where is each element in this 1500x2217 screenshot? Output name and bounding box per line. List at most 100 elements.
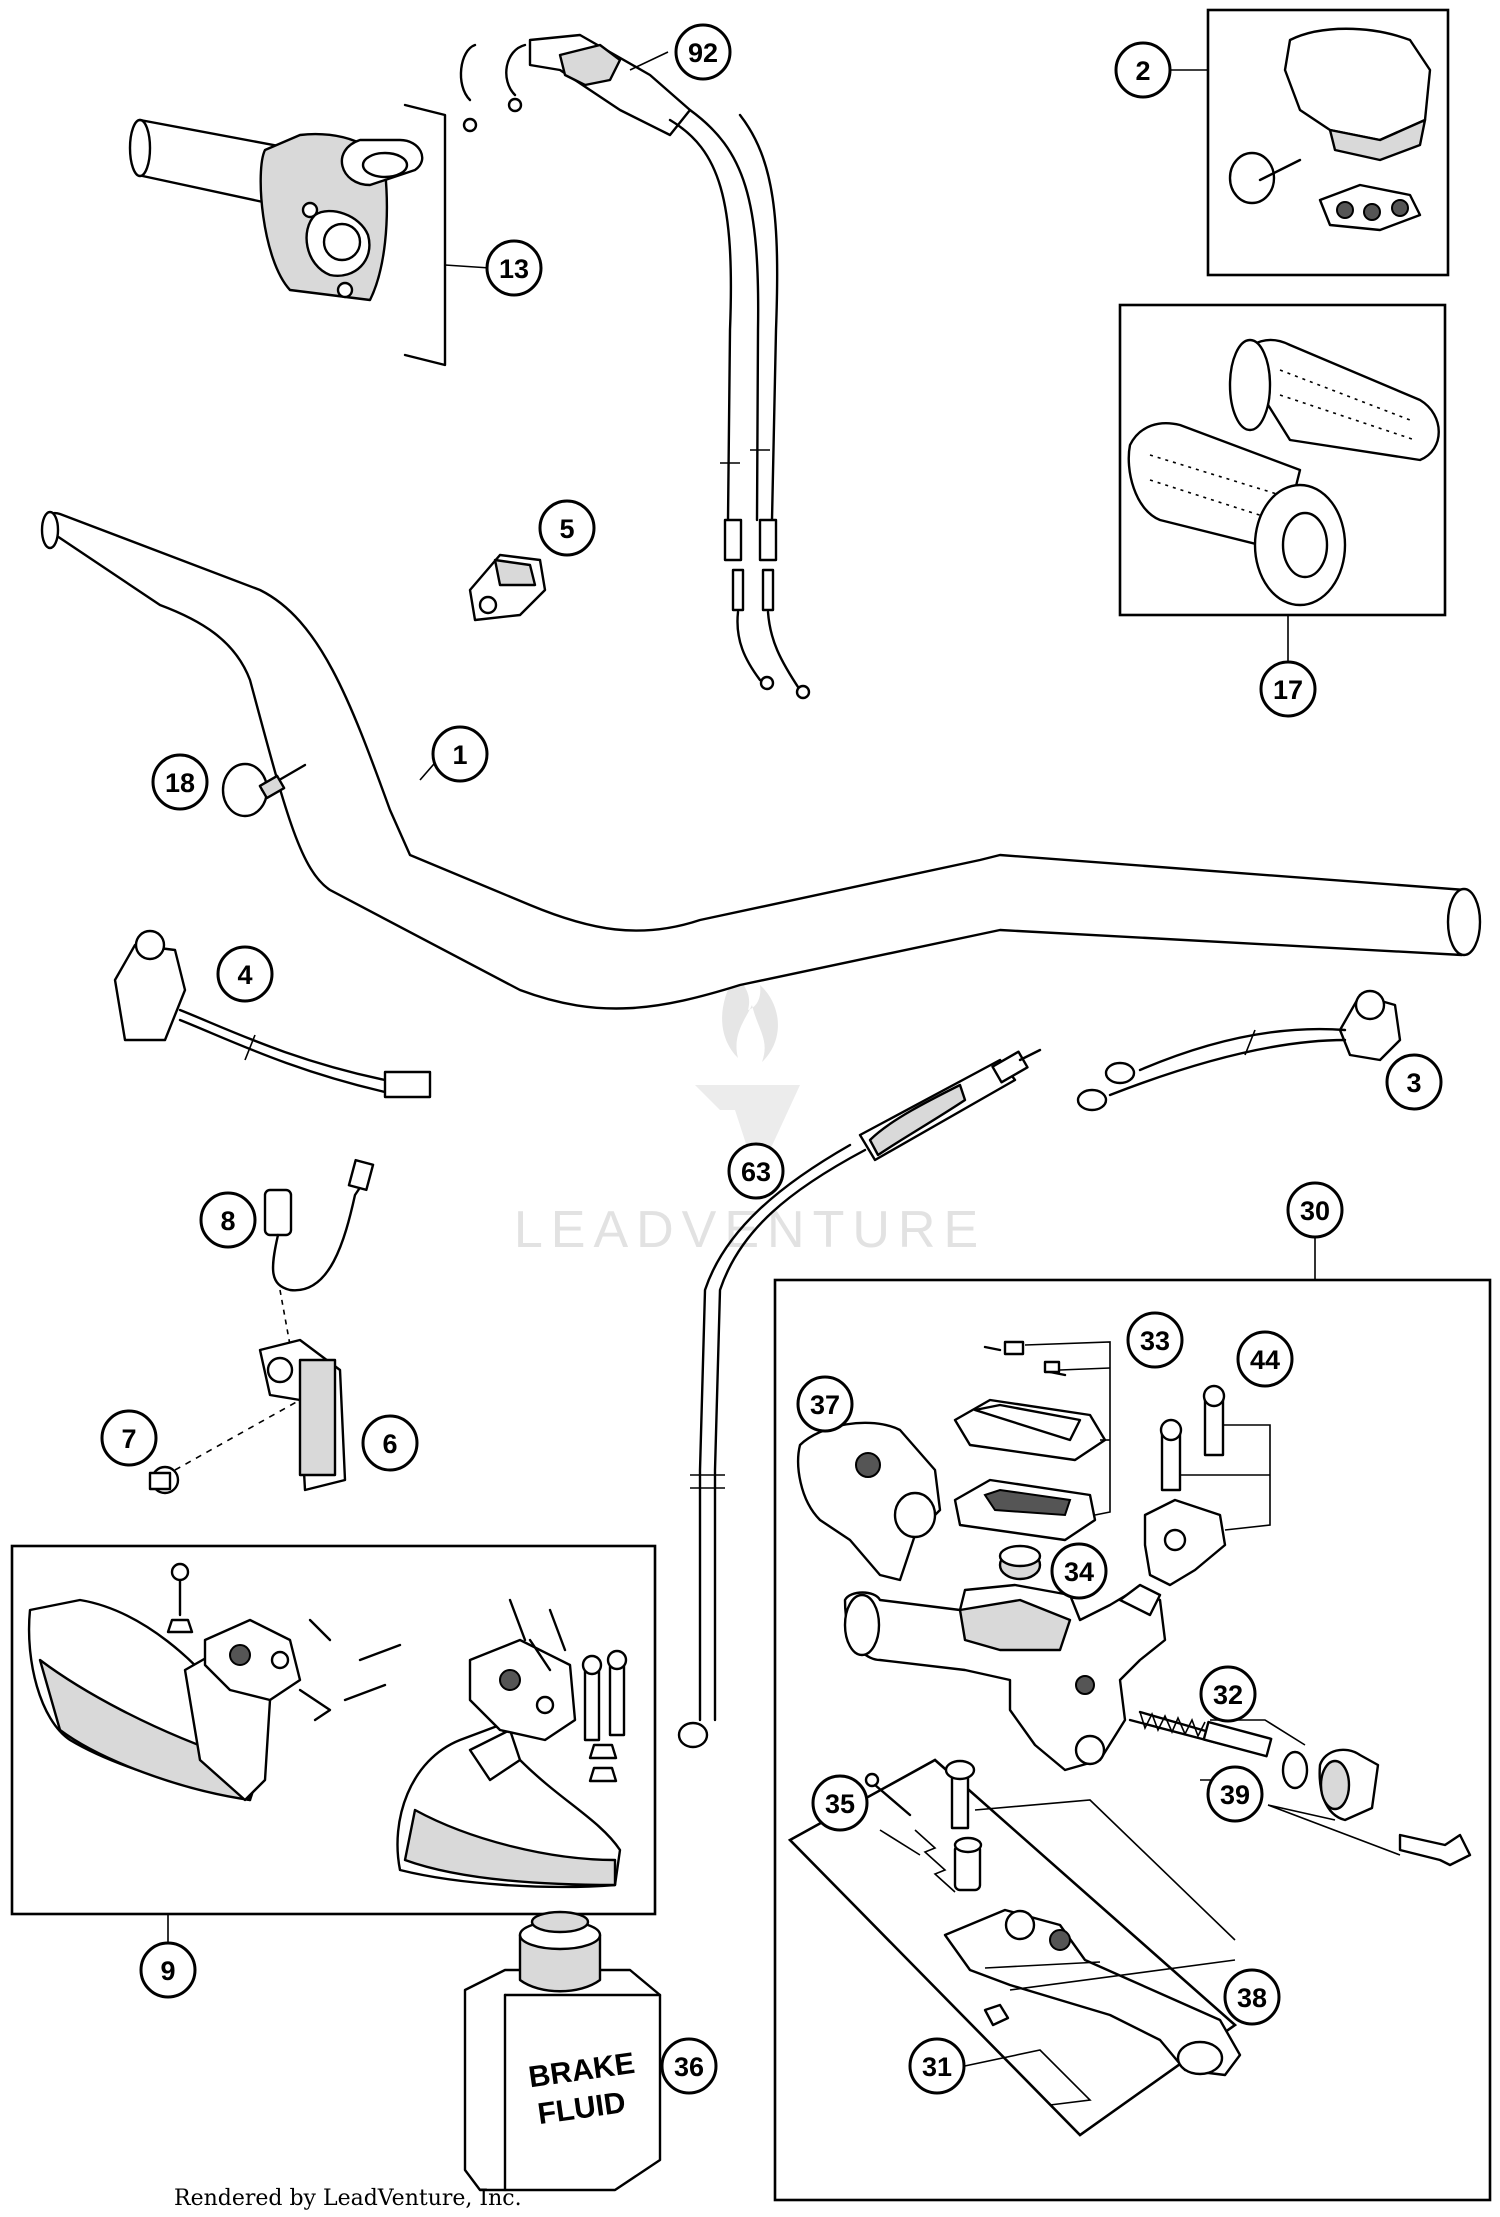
callout-circle [199, 1191, 257, 1249]
callout-circle [1223, 1968, 1281, 2026]
callout-circle [908, 2037, 966, 2095]
callout-label: 31 [922, 2052, 952, 2082]
callout-label: 34 [1064, 1557, 1094, 1587]
callout-circle [100, 1409, 158, 1467]
callout-5: 5 [538, 499, 596, 557]
callout-label: 7 [121, 1424, 136, 1454]
callout-circle [660, 2037, 718, 2095]
callout-label: 92 [688, 38, 718, 68]
callout-label: 38 [1237, 1983, 1267, 2013]
callout-31: 31 [908, 2037, 966, 2095]
callout-label: 18 [165, 768, 195, 798]
callout-9: 9 [139, 1941, 197, 1999]
callout-13: 13 [485, 239, 543, 297]
callout-circle [727, 1142, 785, 1200]
callout-92: 92 [674, 23, 732, 81]
callout-39: 39 [1206, 1765, 1264, 1823]
callout-label: 13 [499, 254, 529, 284]
callout-circle [811, 1774, 869, 1832]
callout-label: 3 [1406, 1068, 1421, 1098]
callout-label: 39 [1220, 1780, 1250, 1810]
callout-circle [1114, 41, 1172, 99]
throttle-assembly [128, 103, 491, 367]
callout-1: 1 [431, 725, 489, 783]
handlebar-part-1 [40, 510, 1482, 1010]
callout-label: 33 [1140, 1326, 1170, 1356]
callout-circle [796, 1375, 854, 1433]
callout-8: 8 [199, 1191, 257, 1249]
callout-circle [151, 753, 209, 811]
callout-30: 30 [1286, 1181, 1344, 1239]
callout-circle [1385, 1053, 1443, 1111]
box-part-9 [10, 1544, 657, 1916]
callout-17: 17 [1259, 660, 1317, 718]
callout-circle [361, 1414, 419, 1472]
sensor-part-8 [263, 1158, 375, 1292]
credit-text: Rendered by LeadVenture, Inc. [174, 2186, 522, 2211]
callout-circle [1050, 1542, 1108, 1600]
callout-63: 63 [727, 1142, 785, 1200]
callout-circle [431, 725, 489, 783]
watermark-text: LEADVENTURE [514, 1201, 986, 1259]
callout-label: 4 [237, 960, 252, 990]
callout-label: 9 [160, 1956, 175, 1986]
callout-label: 6 [382, 1429, 397, 1459]
callout-label: 32 [1213, 1680, 1243, 1710]
callout-32: 32 [1199, 1665, 1257, 1723]
callout-35: 35 [811, 1774, 869, 1832]
callout-circle [216, 945, 274, 1003]
callout-33: 33 [1126, 1311, 1184, 1369]
callout-36: 36 [660, 2037, 718, 2095]
box-part-30 [773, 1278, 1492, 2202]
switch-part-4 [113, 929, 432, 1099]
bolt-part-7 [148, 1399, 301, 1495]
callout-circle [485, 239, 543, 297]
callout-circle [1206, 1765, 1264, 1823]
callout-label: 30 [1300, 1196, 1330, 1226]
switch-part-3 [1076, 989, 1402, 1112]
callout-circle [1286, 1181, 1344, 1239]
handguards-part-9 [27, 1562, 628, 1889]
callout-label: 44 [1250, 1345, 1280, 1375]
callout-37: 37 [796, 1375, 854, 1433]
callout-44: 44 [1236, 1330, 1294, 1388]
callout-6: 6 [361, 1414, 419, 1472]
callout-label: 8 [220, 1206, 235, 1236]
switch-part-2 [1228, 27, 1432, 232]
callout-circle [1259, 660, 1317, 718]
callout-circle [674, 23, 732, 81]
throttle-cables [459, 33, 811, 700]
callout-label: 5 [559, 514, 574, 544]
callout-38: 38 [1223, 1968, 1281, 2026]
callout-7: 7 [100, 1409, 158, 1467]
master-cylinder-part-30 [787, 1340, 1472, 2137]
callout-circle [538, 499, 596, 557]
callout-label: 37 [810, 1390, 840, 1420]
cable-tie-part-18 [221, 762, 307, 818]
grips-part-17 [1127, 338, 1440, 607]
watermark: LEADVENTURE [514, 975, 986, 1259]
callout-circle [1199, 1665, 1257, 1723]
box-part-17 [1118, 303, 1447, 617]
callout-label: 17 [1273, 675, 1303, 705]
switch-part-5 [468, 539, 556, 622]
callout-label: 1 [452, 740, 467, 770]
cable-part-63 [677, 1048, 1042, 1749]
callout-34: 34 [1050, 1542, 1108, 1600]
callout-label: 36 [674, 2052, 704, 2082]
callout-circle [139, 1941, 197, 1999]
callout-18: 18 [151, 753, 209, 811]
callout-label: 63 [741, 1157, 771, 1187]
callout-circle [1126, 1311, 1184, 1369]
callout-3: 3 [1385, 1053, 1443, 1111]
brake-fluid-bottle-part-36: BRAKE FLUID [463, 1910, 662, 2192]
callout-4: 4 [216, 945, 274, 1003]
callout-label: 2 [1135, 56, 1150, 86]
callout-label: 35 [825, 1789, 855, 1819]
callout-2: 2 [1114, 41, 1172, 99]
box-part-2 [1206, 8, 1450, 277]
callout-circle [1236, 1330, 1294, 1388]
